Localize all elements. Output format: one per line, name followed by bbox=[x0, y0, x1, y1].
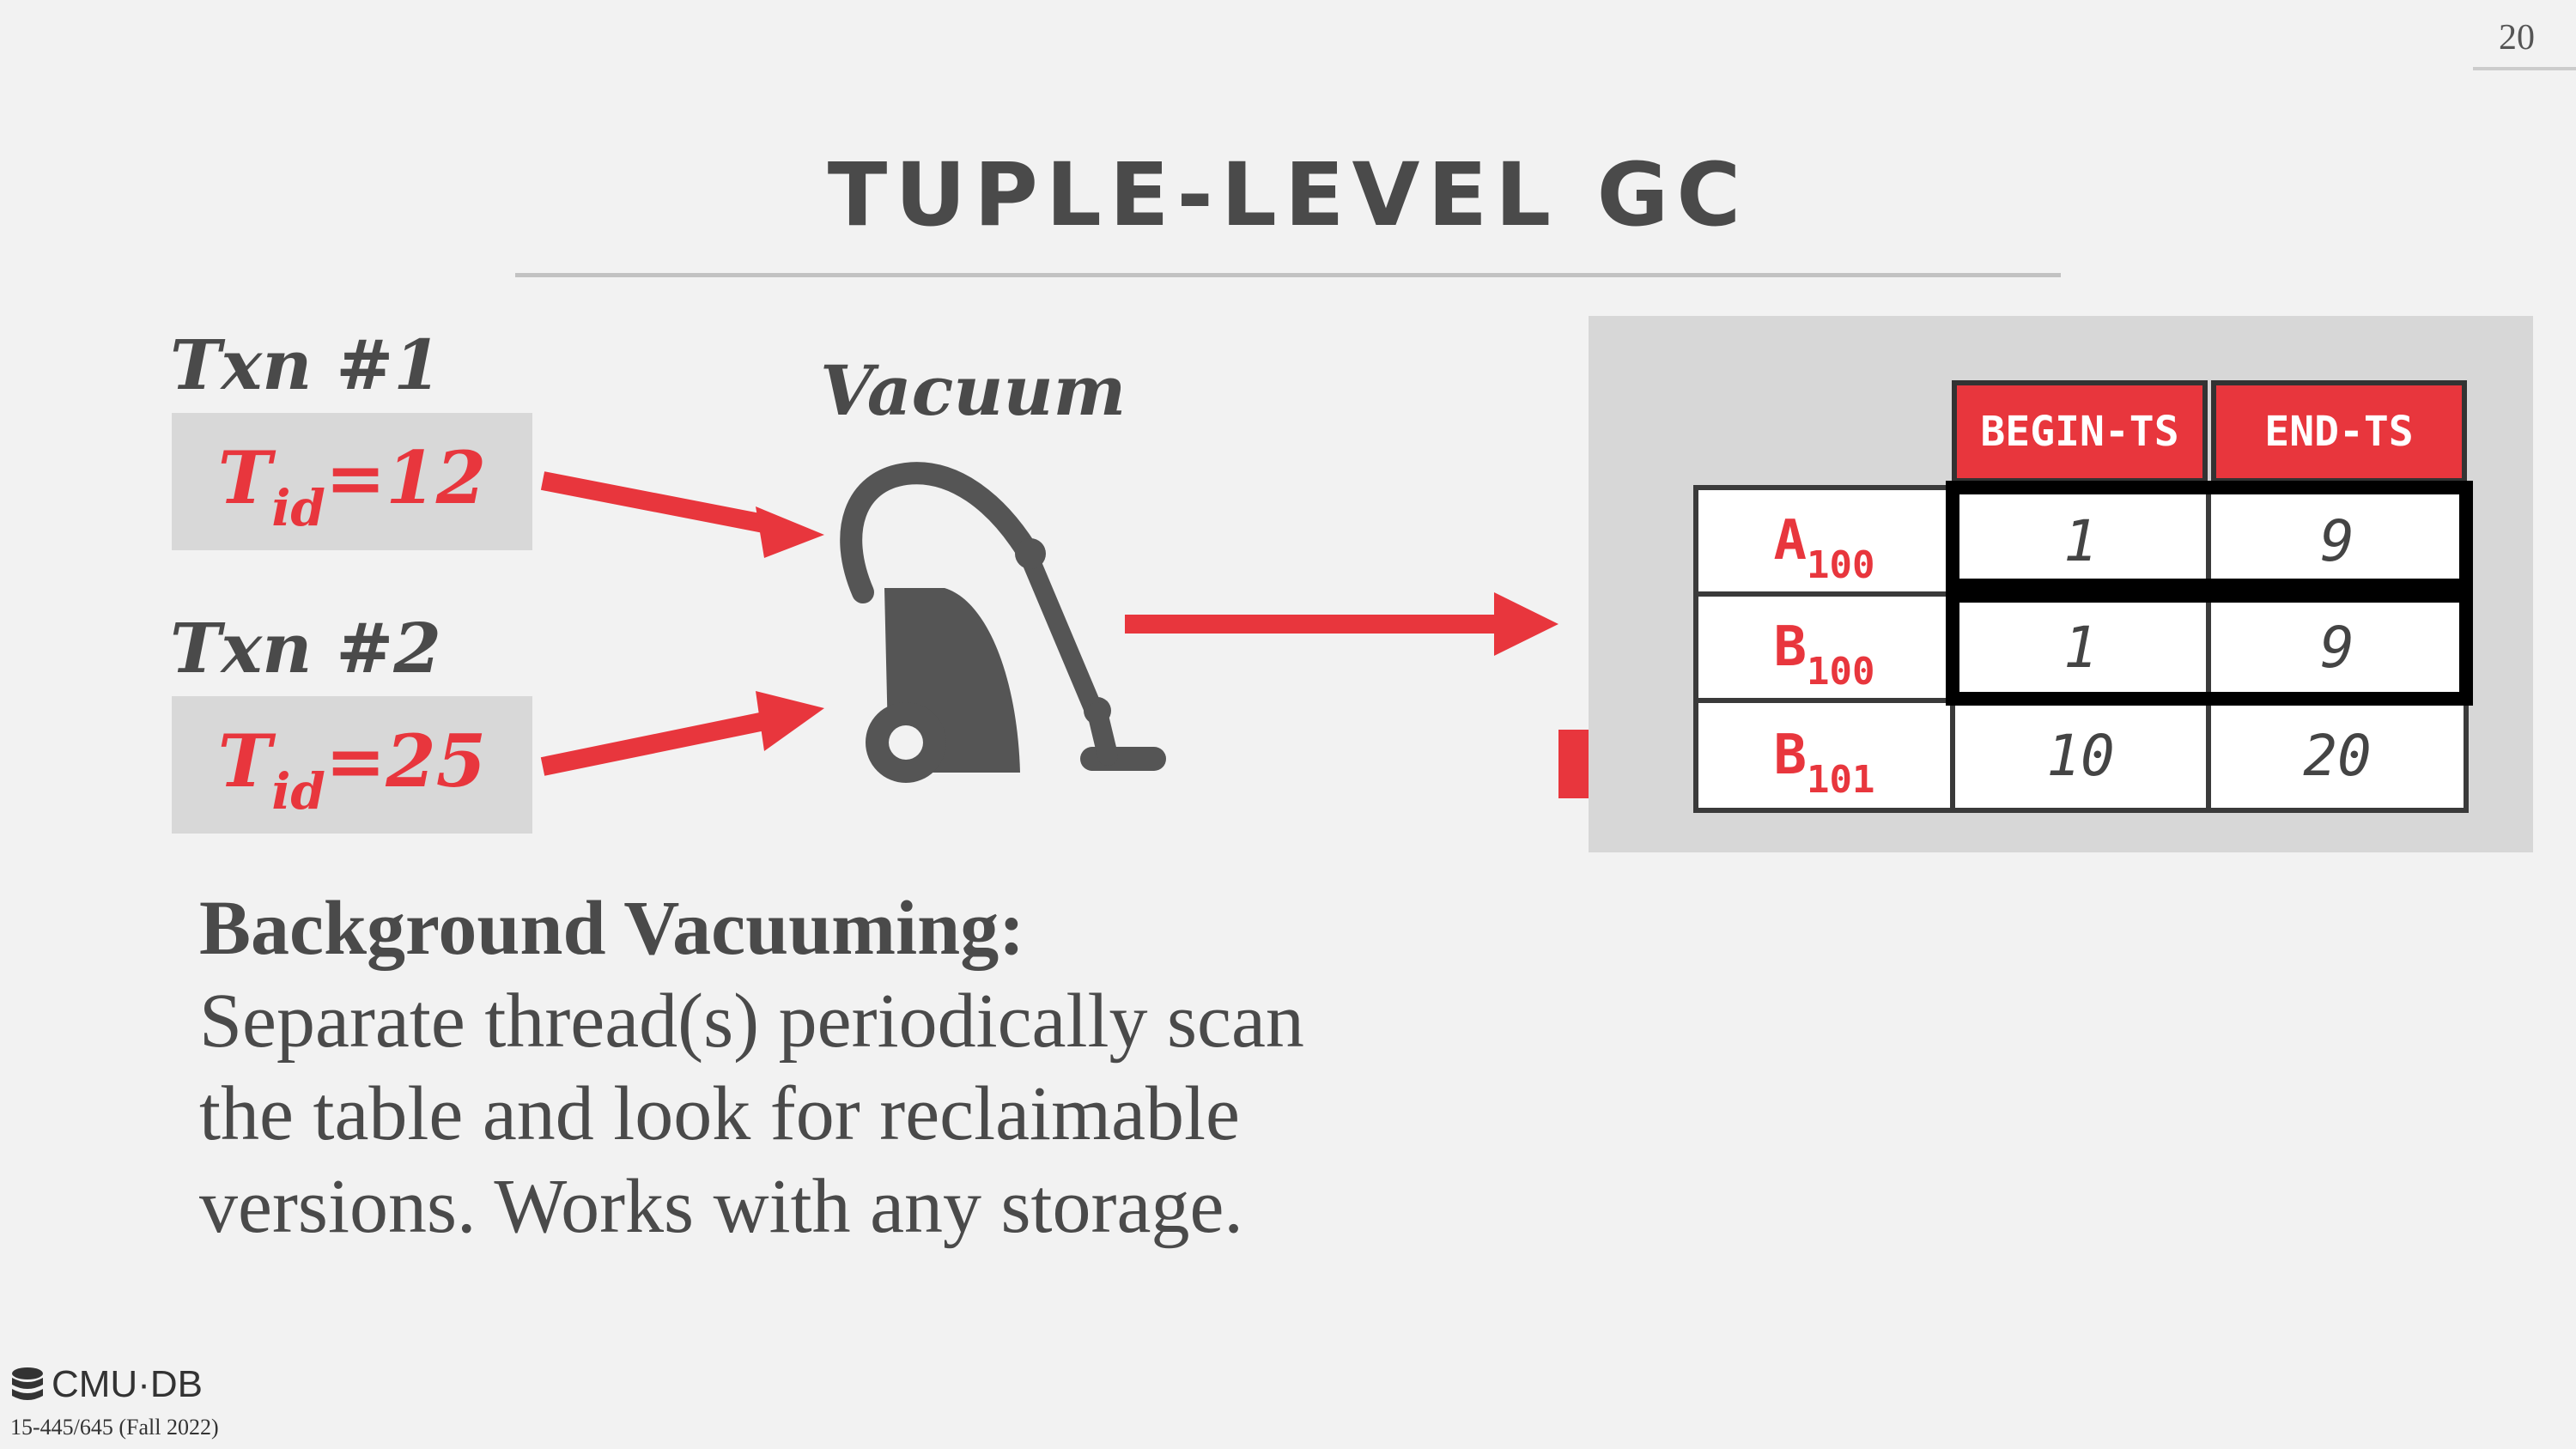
row-name-cell: B100 bbox=[1693, 591, 1955, 703]
end-ts-value: 20 bbox=[2303, 722, 2372, 789]
begin-ts-cell: 10 bbox=[1950, 698, 2211, 813]
begin-ts-value: 1 bbox=[2063, 507, 2098, 574]
database-icon bbox=[12, 1367, 43, 1400]
column-header-end-ts: END-TS bbox=[2211, 380, 2467, 483]
page-number-rule bbox=[2473, 67, 2576, 70]
row-name-cell: B101 bbox=[1693, 698, 1955, 813]
reclaimable-highlight-b100 bbox=[1946, 589, 2473, 706]
txn-1-label: Txn #1 bbox=[170, 324, 441, 405]
txn-2-arrow bbox=[540, 691, 824, 776]
description: Background Vacuuming: Separate thread(s)… bbox=[199, 882, 1315, 1253]
cmu-db-logo: CMU·DB bbox=[9, 1363, 203, 1406]
end-ts-cell: 20 bbox=[2206, 698, 2469, 813]
column-header-begin-ts: BEGIN-TS bbox=[1952, 380, 2208, 483]
end-ts-value: 9 bbox=[2320, 614, 2354, 681]
txn-1-tid: Tid=12 bbox=[217, 435, 487, 537]
row-name-cell: A100 bbox=[1693, 485, 1955, 597]
end-ts-cell: 9 bbox=[2206, 485, 2469, 597]
row-name: B101 bbox=[1773, 724, 1875, 802]
end-ts-value: 9 bbox=[2320, 507, 2354, 574]
row-name: B100 bbox=[1773, 615, 1875, 694]
begin-ts-cell: 1 bbox=[1950, 485, 2211, 597]
page-number: 20 bbox=[2499, 18, 2535, 58]
vacuum-label: Vacuum bbox=[820, 350, 1127, 431]
begin-ts-value: 1 bbox=[2063, 614, 2098, 681]
row-name: A100 bbox=[1773, 509, 1875, 587]
logo-text: CMU·DB bbox=[52, 1363, 203, 1405]
description-heading: Background Vacuuming: bbox=[199, 886, 1025, 971]
title-underline bbox=[515, 273, 2061, 277]
vacuum-cleaner-icon bbox=[840, 462, 1166, 783]
txn-2-tid-box: Tid=25 bbox=[172, 696, 532, 834]
slide-title: TUPLE-LEVEL GC bbox=[827, 144, 1749, 246]
description-body: Separate thread(s) periodically scan the… bbox=[199, 979, 1304, 1249]
begin-ts-value: 10 bbox=[2046, 722, 2115, 789]
vacuum-to-table-arrow bbox=[1125, 592, 1558, 656]
txn-2-tid: Tid=25 bbox=[217, 718, 487, 821]
txn-2-label: Txn #2 bbox=[170, 608, 441, 688]
txn-1-arrow bbox=[540, 471, 824, 558]
course-label: 15-445/645 (Fall 2022) bbox=[10, 1415, 219, 1440]
txn-1-tid-box: Tid=12 bbox=[172, 413, 532, 550]
reclaimable-highlight-a100 bbox=[1946, 481, 2473, 592]
